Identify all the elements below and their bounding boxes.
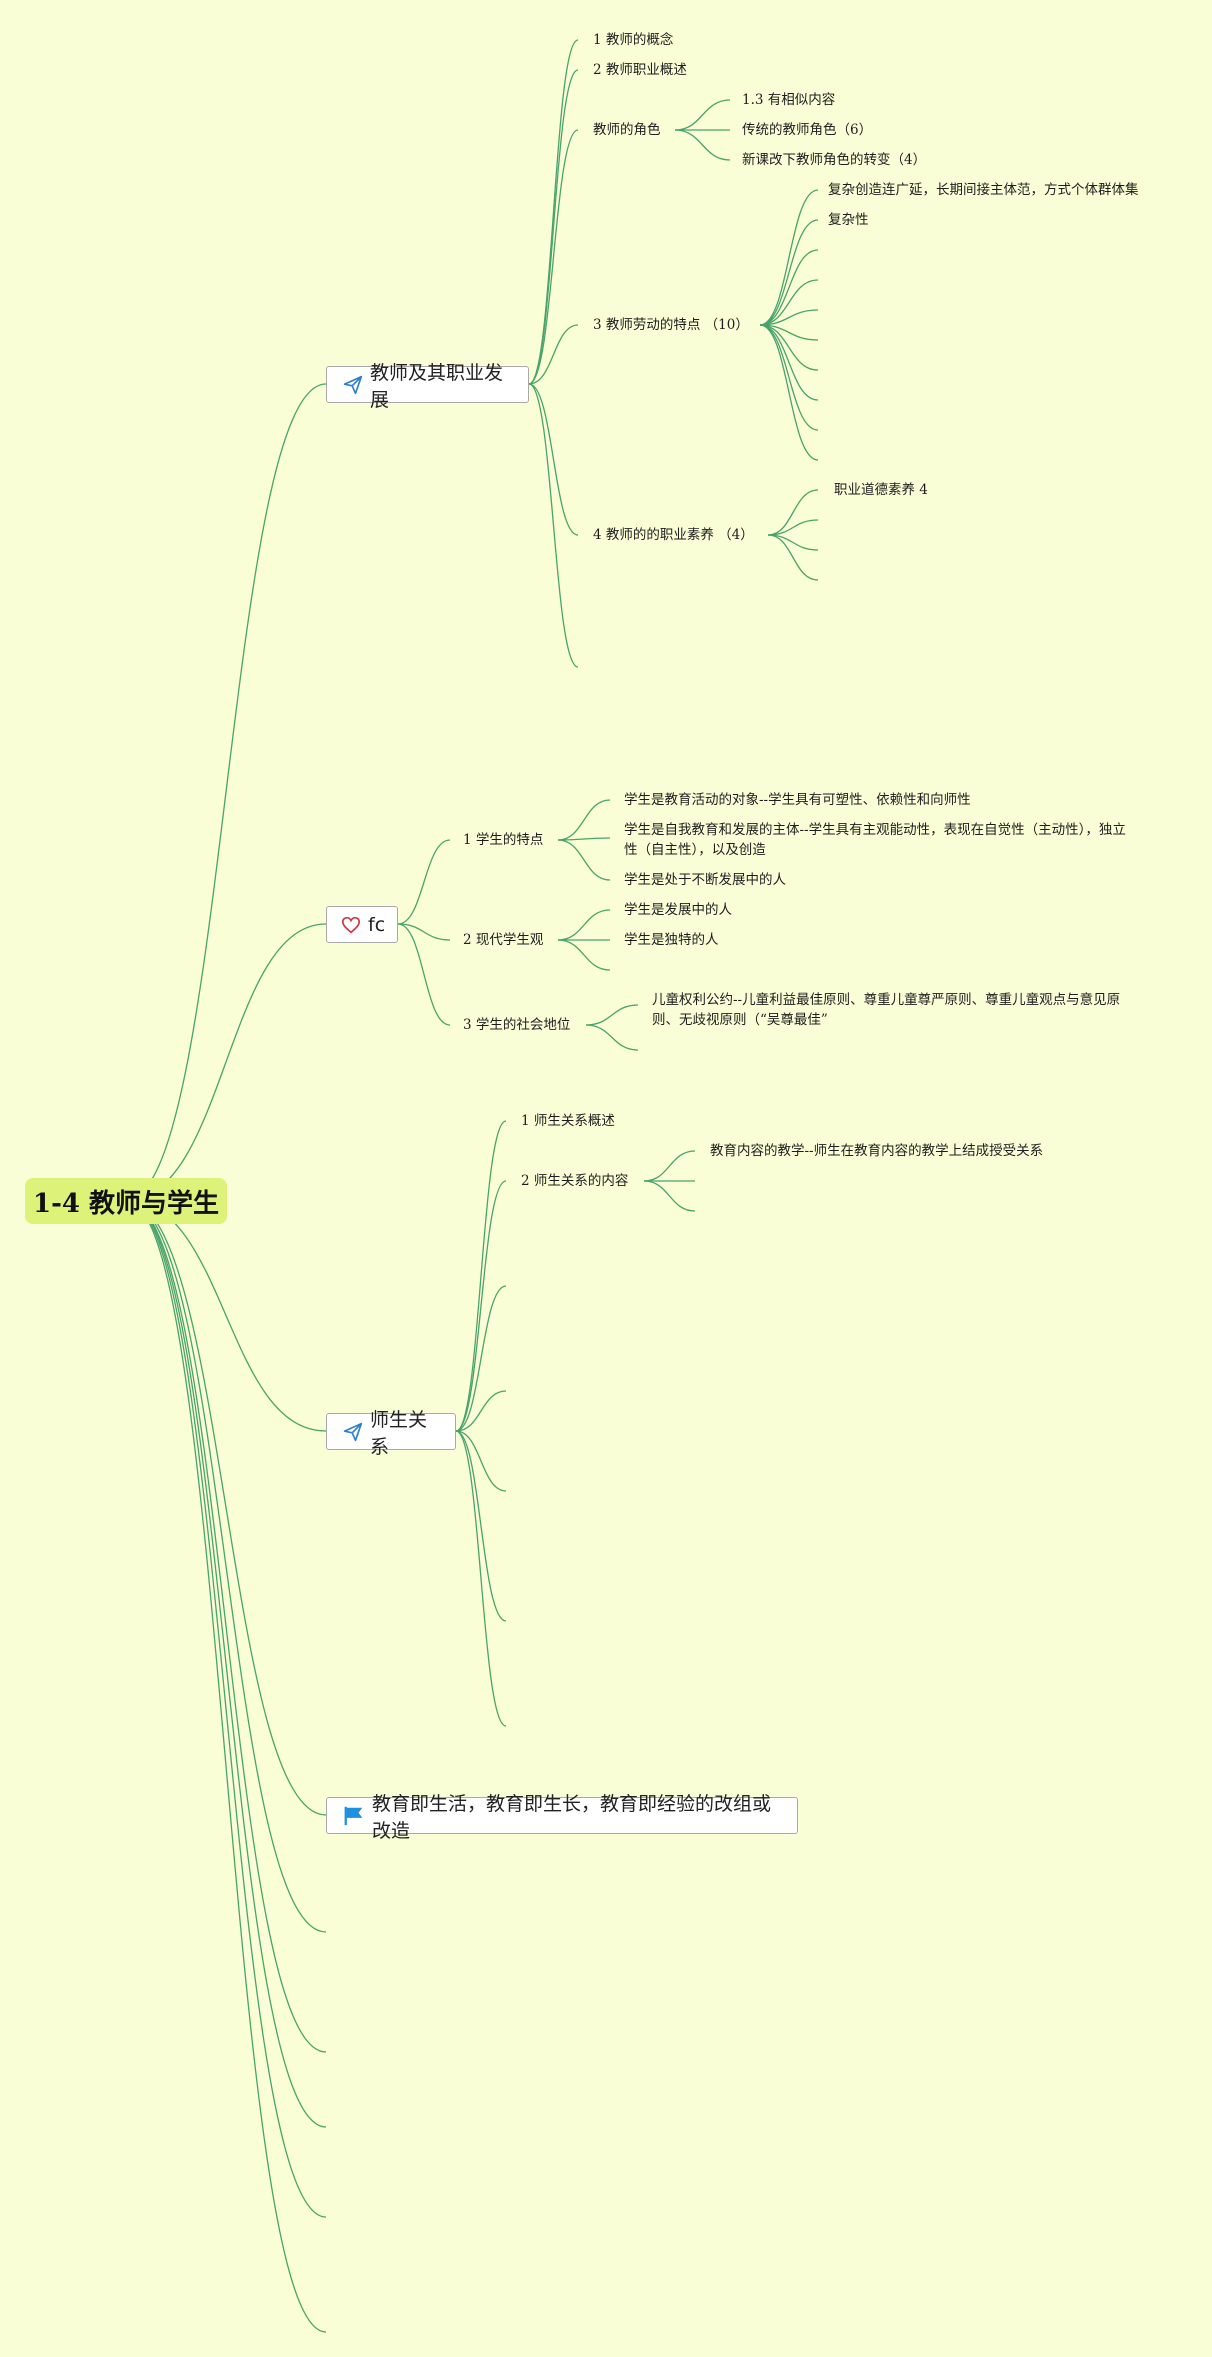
paper-plane-icon xyxy=(343,1422,363,1441)
connector-line xyxy=(125,1199,327,2128)
branch-labor-features[interactable]: 3 教师劳动的特点 （10） xyxy=(593,317,749,333)
leaf-new-curriculum-role[interactable]: 新课改下教师角色的转变（4） xyxy=(742,152,927,168)
leaf-complexity[interactable]: 复杂性 xyxy=(828,212,869,228)
connector-line xyxy=(557,939,611,971)
leaf-content-teaching[interactable]: 教育内容的教学--师生在教育内容的教学上结成授受关系 xyxy=(710,1143,1044,1159)
connector-line xyxy=(759,324,819,461)
connector-line xyxy=(557,799,611,841)
connector-line xyxy=(767,534,819,581)
branch-student-features[interactable]: 1 学生的特点 xyxy=(463,832,544,848)
connector-line xyxy=(455,1430,507,1492)
topic-label: fc xyxy=(368,913,386,936)
leaf-unique-person[interactable]: 学生是独特的人 xyxy=(624,932,719,948)
connector-line xyxy=(528,129,579,385)
connector-line xyxy=(125,1199,327,1933)
leaf-similar-content[interactable]: 1.3 有相似内容 xyxy=(742,92,836,108)
connector-line xyxy=(759,324,819,431)
connector-line xyxy=(759,189,819,326)
branch-teacher-role[interactable]: 教师的角色 xyxy=(593,122,661,138)
topic-label: 师生关系 xyxy=(370,1408,428,1458)
topic-teacher-student-relation[interactable]: 师生关系 xyxy=(326,1409,456,1458)
connector-line xyxy=(455,1180,507,1432)
connector-line xyxy=(759,309,819,326)
topic-label: 教育即生活，教育即生长，教育即经验的改组或改造 xyxy=(372,1792,772,1842)
connector-line xyxy=(767,519,819,536)
connector-line xyxy=(125,1199,327,1816)
connector-line xyxy=(528,383,579,668)
connector-line xyxy=(397,923,451,941)
connector-line xyxy=(557,839,611,881)
leaf-traditional-role[interactable]: 传统的教师角色（6） xyxy=(742,122,873,138)
topic-label: 教师及其职业发展 xyxy=(370,361,504,411)
topic-fc[interactable]: fc xyxy=(326,906,398,943)
leaf-child-rights[interactable]: 儿童权利公约--儿童利益最佳原则、尊重儿童尊严原则、尊重儿童观点与意见原则、无歧… xyxy=(652,992,1121,1028)
root-topic[interactable]: 1-4 教师与学生 xyxy=(25,1178,227,1224)
connector-line xyxy=(585,1004,639,1026)
connector-line xyxy=(455,1430,507,1622)
connector-line xyxy=(125,1199,327,2053)
branch-professional-quality[interactable]: 4 教师的的职业素养 （4） xyxy=(593,527,754,543)
topic-education-is-life[interactable]: 教育即生活，教育即生长，教育即经验的改组或改造 xyxy=(326,1793,798,1842)
leaf-professional-ethics[interactable]: 职业道德素养 4 xyxy=(834,482,928,498)
connector-line xyxy=(557,837,611,841)
connector-line xyxy=(528,383,579,536)
branch-relation-content[interactable]: 2 师生关系的内容 xyxy=(521,1173,629,1189)
connector-line xyxy=(125,1199,327,2218)
connector-line xyxy=(455,1430,507,1727)
leaf-student-object[interactable]: 学生是教育活动的对象--学生具有可塑性、依赖性和向师性 xyxy=(624,792,971,808)
heart-icon xyxy=(341,916,361,933)
leaf-student-developing[interactable]: 学生是处于不断发展中的人 xyxy=(624,872,786,888)
connector-line xyxy=(759,324,819,401)
branch-relation-overview[interactable]: 1 师生关系概述 xyxy=(521,1113,615,1129)
connector-line xyxy=(674,129,731,161)
leaf-student-subject[interactable]: 学生是自我教育和发展的主体--学生具有主观能动性，表现在自觉性（主动性），独立性… xyxy=(624,822,1126,858)
connector-line xyxy=(125,1199,327,2333)
connector-line xyxy=(643,1180,696,1212)
connector-line xyxy=(759,324,819,371)
connector-line xyxy=(397,923,451,1026)
connector-line xyxy=(585,1024,639,1051)
connector-line xyxy=(557,909,611,941)
connector-line xyxy=(674,99,731,131)
connector-line xyxy=(528,69,579,385)
connector-line xyxy=(759,249,819,326)
branch-social-status[interactable]: 3 学生的社会地位 xyxy=(463,1017,571,1033)
flag-icon xyxy=(344,1806,363,1825)
connector-line xyxy=(528,39,579,385)
topic-teacher-career[interactable]: 教师及其职业发展 xyxy=(326,362,529,411)
branch-career-overview[interactable]: 2 教师职业概述 xyxy=(593,62,687,78)
connector-line xyxy=(455,1120,507,1432)
connector-line xyxy=(125,923,327,1201)
connector-line xyxy=(759,219,819,326)
branch-teacher-concept[interactable]: 1 教师的概念 xyxy=(593,32,674,48)
connector-line xyxy=(528,324,579,385)
connector-line xyxy=(397,839,451,925)
connector-line xyxy=(455,1390,507,1432)
connector-line xyxy=(759,279,819,326)
connector-line xyxy=(643,1150,696,1182)
branch-modern-view[interactable]: 2 现代学生观 xyxy=(463,932,544,948)
connector-line xyxy=(125,383,327,1201)
connector-line xyxy=(455,1285,507,1432)
connector-line xyxy=(767,489,819,536)
leaf-developing-person[interactable]: 学生是发展中的人 xyxy=(624,902,732,918)
paper-plane-icon xyxy=(343,375,363,394)
leaf-labor-mnemonic[interactable]: 复杂创造连广延，长期间接主体范，方式个体群体集 xyxy=(828,182,1139,198)
